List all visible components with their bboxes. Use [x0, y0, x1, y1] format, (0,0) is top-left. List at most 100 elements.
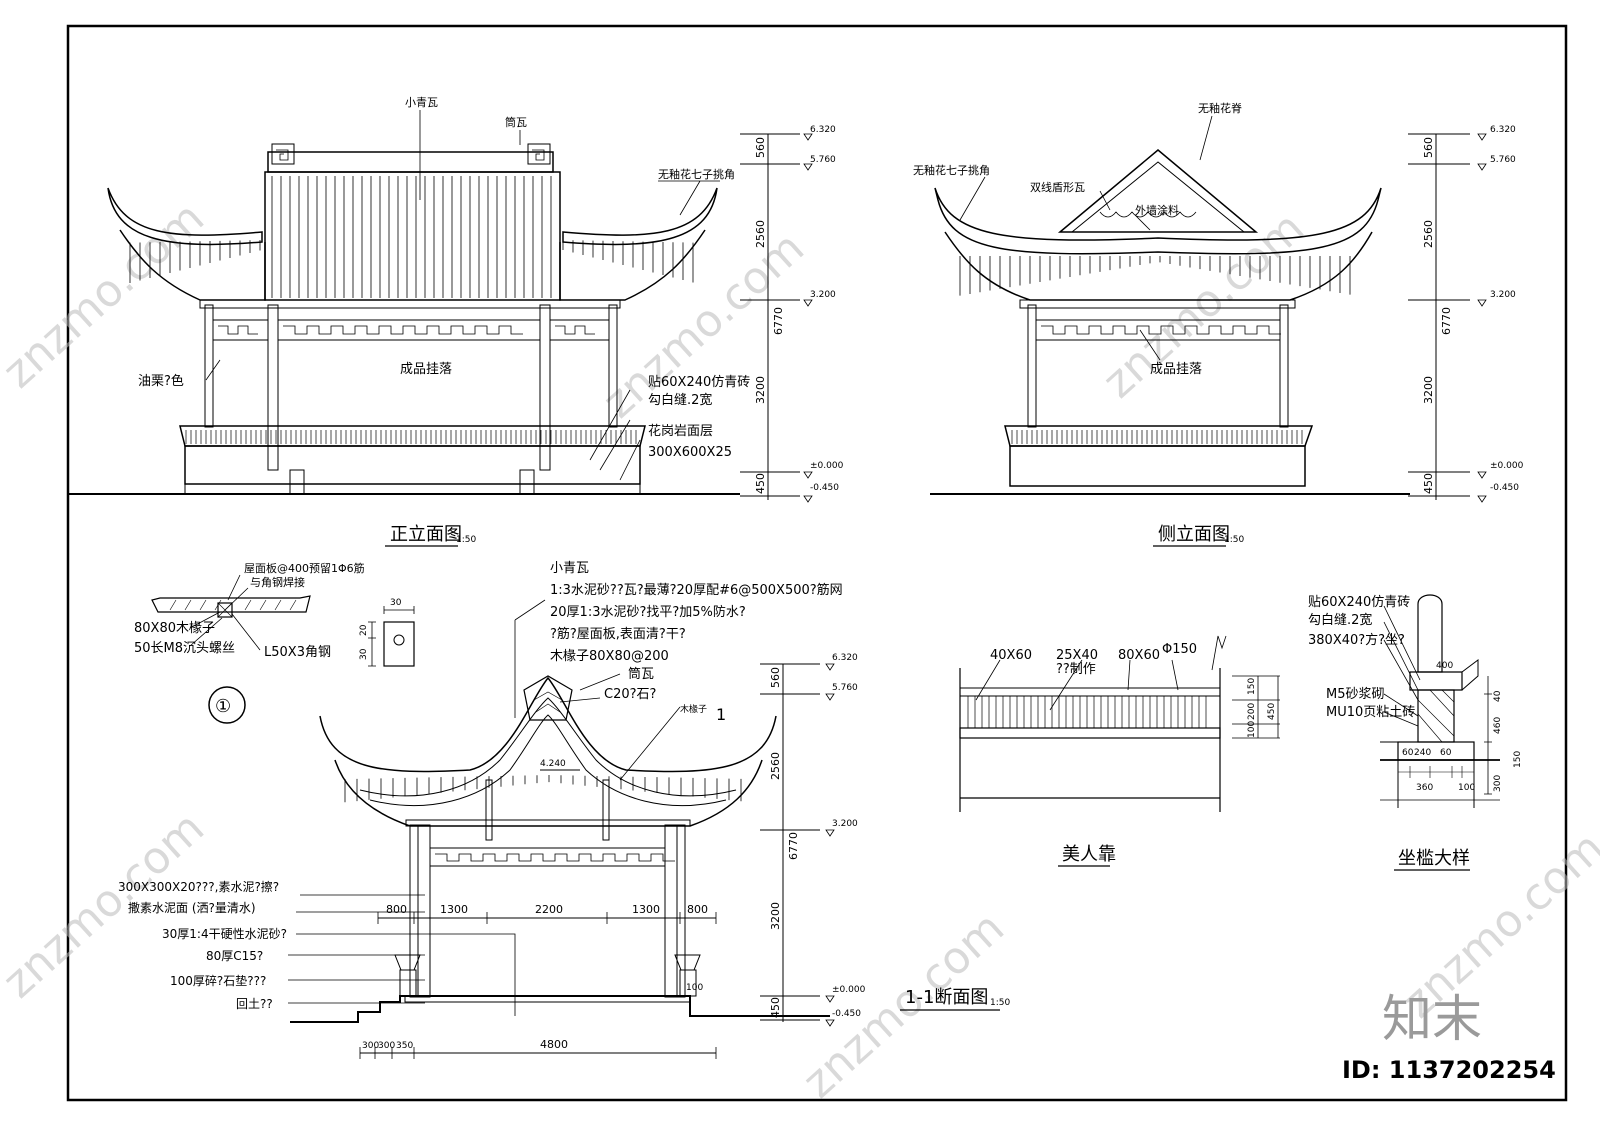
section-label-cylinder-tile: 筒瓦 [628, 666, 654, 682]
svg-text:80X60: 80X60 [1118, 648, 1160, 663]
side-title: 侧立面图 [1158, 524, 1230, 545]
section-1-1: 小青瓦 1:3水泥砂??瓦?最薄?20厚配#6@500X500?筋网 20厚1:… [118, 561, 1010, 1059]
svg-text:贴60X240仿青砖: 贴60X240仿青砖 [1308, 595, 1410, 610]
svg-text:200: 200 [1247, 703, 1257, 720]
svg-text:6.320: 6.320 [1490, 125, 1516, 135]
svg-text:560: 560 [769, 667, 782, 688]
front-label-tile: 小青瓦 [405, 96, 438, 109]
svg-text:-0.450: -0.450 [832, 1009, 861, 1019]
svg-text:60: 60 [1440, 748, 1452, 758]
svg-text:3200: 3200 [1422, 376, 1435, 404]
front-label-paint: 油栗?色 [138, 373, 184, 389]
detail-label-screw: 50长M8沉头螺丝 [134, 641, 235, 656]
svg-text:6.320: 6.320 [832, 653, 858, 663]
svg-text:150: 150 [1247, 678, 1257, 695]
svg-text:300: 300 [378, 1041, 395, 1051]
side-label-corner: 无釉花七子挑角 [913, 163, 990, 177]
image-id: ID: 1137202254 [1342, 1056, 1556, 1084]
svg-text:6770: 6770 [772, 307, 785, 335]
floor-layer-1: 撒素水泥面 (洒?量清水) [128, 900, 256, 915]
svg-text:560: 560 [754, 137, 767, 158]
svg-text:450: 450 [1422, 473, 1435, 494]
floor-layer-5: 回土?? [236, 997, 273, 1011]
svg-text:1300: 1300 [632, 903, 660, 916]
svg-text:-0.450: -0.450 [1490, 483, 1519, 493]
svg-text:3.200: 3.200 [1490, 290, 1516, 300]
sheet-border [66, 24, 1568, 1102]
section-layer-level: 20厚1:3水泥砂?找平?加5%防水? [550, 604, 746, 620]
seat-title: 坐槛大样 [1398, 848, 1470, 869]
svg-text:300: 300 [362, 1041, 379, 1051]
detail-label-angle: L50X3角钢 [264, 645, 331, 660]
svg-text:6.320: 6.320 [810, 125, 836, 135]
svg-text:6770: 6770 [787, 832, 800, 860]
svg-text:460: 460 [1493, 717, 1503, 734]
svg-text:60: 60 [1402, 748, 1414, 758]
svg-text:300: 300 [1493, 775, 1503, 792]
svg-text:30: 30 [359, 648, 369, 660]
svg-text:3200: 3200 [769, 902, 782, 930]
front-label-granite-size: 300X600X25 [648, 445, 732, 460]
front-label-cylinder-tile: 筒瓦 [505, 115, 527, 129]
front-title: 正立面图 [390, 524, 462, 545]
front-label-granite: 花岗岩面层 [648, 423, 713, 439]
side-label-fret: 成品挂落 [1150, 362, 1202, 377]
svg-text:±0.000: ±0.000 [832, 985, 866, 995]
front-dimensions: 560 2560 6770 3200 450 6.320 5.760 3.200… [740, 125, 844, 503]
svg-text:1300: 1300 [440, 903, 468, 916]
detail-1: 屋面板@400预留1Φ6筋 与角钢焊接 80X80木椽子 50长M8沉头螺丝 L… [134, 561, 415, 724]
svg-text:100: 100 [1458, 783, 1475, 793]
svg-text:5.760: 5.760 [810, 155, 836, 165]
front-scale: 1:50 [456, 535, 476, 545]
svg-text:2560: 2560 [769, 752, 782, 780]
floor-layer-2: 30厚1:4干硬性水泥砂? [162, 927, 287, 941]
svg-text:100: 100 [1247, 721, 1257, 738]
svg-text:360: 360 [1416, 783, 1433, 793]
svg-text:3.200: 3.200 [832, 819, 858, 829]
section-title: 1-1断面图 [905, 987, 988, 1008]
side-elevation: 无釉花脊 无釉花七子挑角 双线盾形瓦 外墙涂料 成品挂落 侧立面图 1:50 [913, 101, 1410, 547]
section-layer-rafter: 木椽子80X80@200 [550, 649, 669, 664]
section-label-rafter: 木椽子 [680, 703, 707, 715]
watermark-text: znzmo.com [0, 192, 214, 398]
svg-text:6770: 6770 [1440, 307, 1453, 335]
svg-text:±0.000: ±0.000 [1490, 461, 1524, 471]
svg-text:100: 100 [686, 983, 703, 993]
brand-logo: 知末 [1382, 990, 1482, 1048]
svg-text:M5砂浆砌: M5砂浆砌 [1326, 687, 1385, 702]
section-scale: 1:50 [990, 998, 1010, 1008]
svg-text:450: 450 [1267, 703, 1277, 720]
seat-detail: 贴60X240仿青砖 勾白缝.2宽 380X40?方?坐? M5砂浆砌 MU10… [1308, 594, 1523, 871]
section-layer-mortar: 1:3水泥砂??瓦?最薄?20厚配#6@500X500?筋网 [550, 582, 843, 598]
svg-text:400: 400 [1436, 661, 1453, 671]
brand-mark: 知末 ID: 1137202254 [1342, 990, 1556, 1084]
svg-text:25X40: 25X40 [1056, 648, 1098, 663]
svg-text:560: 560 [1422, 137, 1435, 158]
svg-text:-0.450: -0.450 [810, 483, 839, 493]
svg-text:勾白缝.2宽: 勾白缝.2宽 [1308, 612, 1372, 628]
front-label-corner: 无釉花七子挑角 [658, 167, 735, 181]
floor-layer-4: 100厚碎?石垫??? [170, 973, 266, 988]
section-layer-slab: ?筋?屋面板,表面清?干? [550, 626, 686, 642]
svg-text:150: 150 [1513, 751, 1523, 768]
svg-text:40X60: 40X60 [990, 648, 1032, 663]
svg-text:2560: 2560 [1422, 220, 1435, 248]
svg-text:3200: 3200 [754, 376, 767, 404]
detail-label-rafter: 80X80木椽子 [134, 621, 215, 636]
front-label-brick: 贴60X240仿青砖 [648, 375, 750, 390]
svg-text:±0.000: ±0.000 [810, 461, 844, 471]
svg-text:3.200: 3.200 [810, 290, 836, 300]
svg-text:5.760: 5.760 [832, 683, 858, 693]
svg-text:??制作: ??制作 [1056, 662, 1096, 677]
svg-text:5.760: 5.760 [1490, 155, 1516, 165]
front-label-joint: 勾白缝.2宽 [648, 392, 712, 408]
floor-layer-0: 300X300X20???,素水泥?擦? [118, 880, 279, 894]
detail-label-weld: 与角钢焊接 [250, 575, 305, 589]
bench-title: 美人靠 [1062, 844, 1116, 865]
svg-text:380X40?方?坐?: 380X40?方?坐? [1308, 632, 1405, 648]
svg-text:350: 350 [396, 1041, 413, 1051]
section-label-concrete: C20?石? [604, 687, 656, 702]
svg-text:800: 800 [687, 903, 708, 916]
